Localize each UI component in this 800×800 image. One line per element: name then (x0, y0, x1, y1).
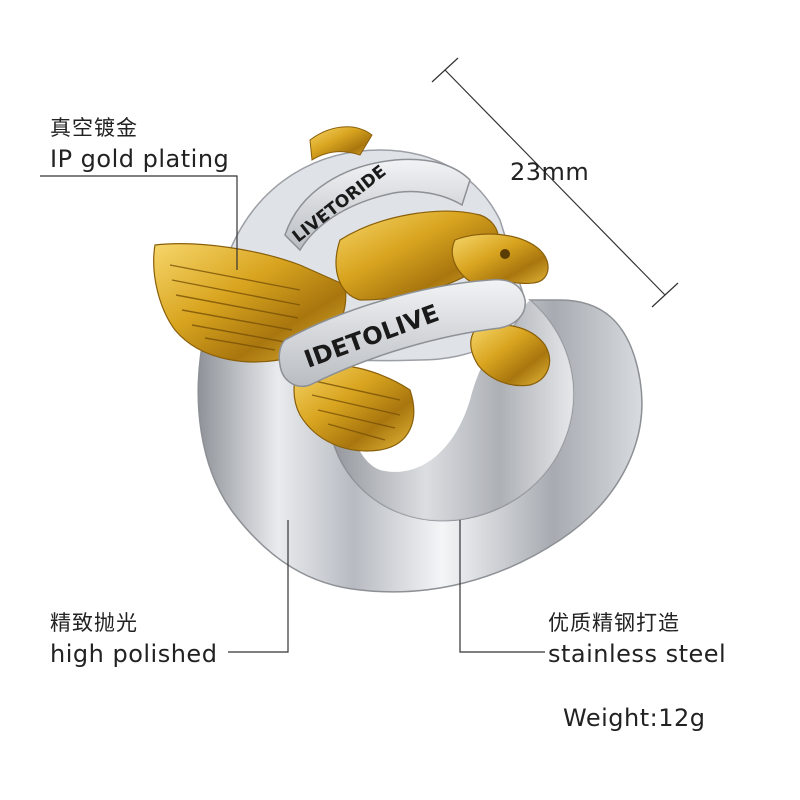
plating-label-en: IP gold plating (50, 145, 230, 173)
polish-label-cn: 精致抛光 (50, 611, 138, 635)
plating-label-cn: 真空镀金 (50, 116, 138, 140)
polish-callout-line (228, 520, 289, 653)
polish-label-en: high polished (50, 640, 218, 668)
eagle-tail-feathers (309, 126, 373, 161)
eagle-figure (153, 210, 551, 452)
steel-label-cn: 优质精钢打造 (548, 611, 680, 635)
callout-lines (40, 175, 545, 653)
dimension-marker (431, 57, 679, 308)
plating-callout-line (40, 175, 238, 270)
dimension-label: 23mm (510, 158, 590, 186)
steel-callout-line (459, 520, 545, 653)
weight-label: Weight:12g (563, 704, 706, 732)
steel-label-en: stainless steel (548, 640, 727, 668)
